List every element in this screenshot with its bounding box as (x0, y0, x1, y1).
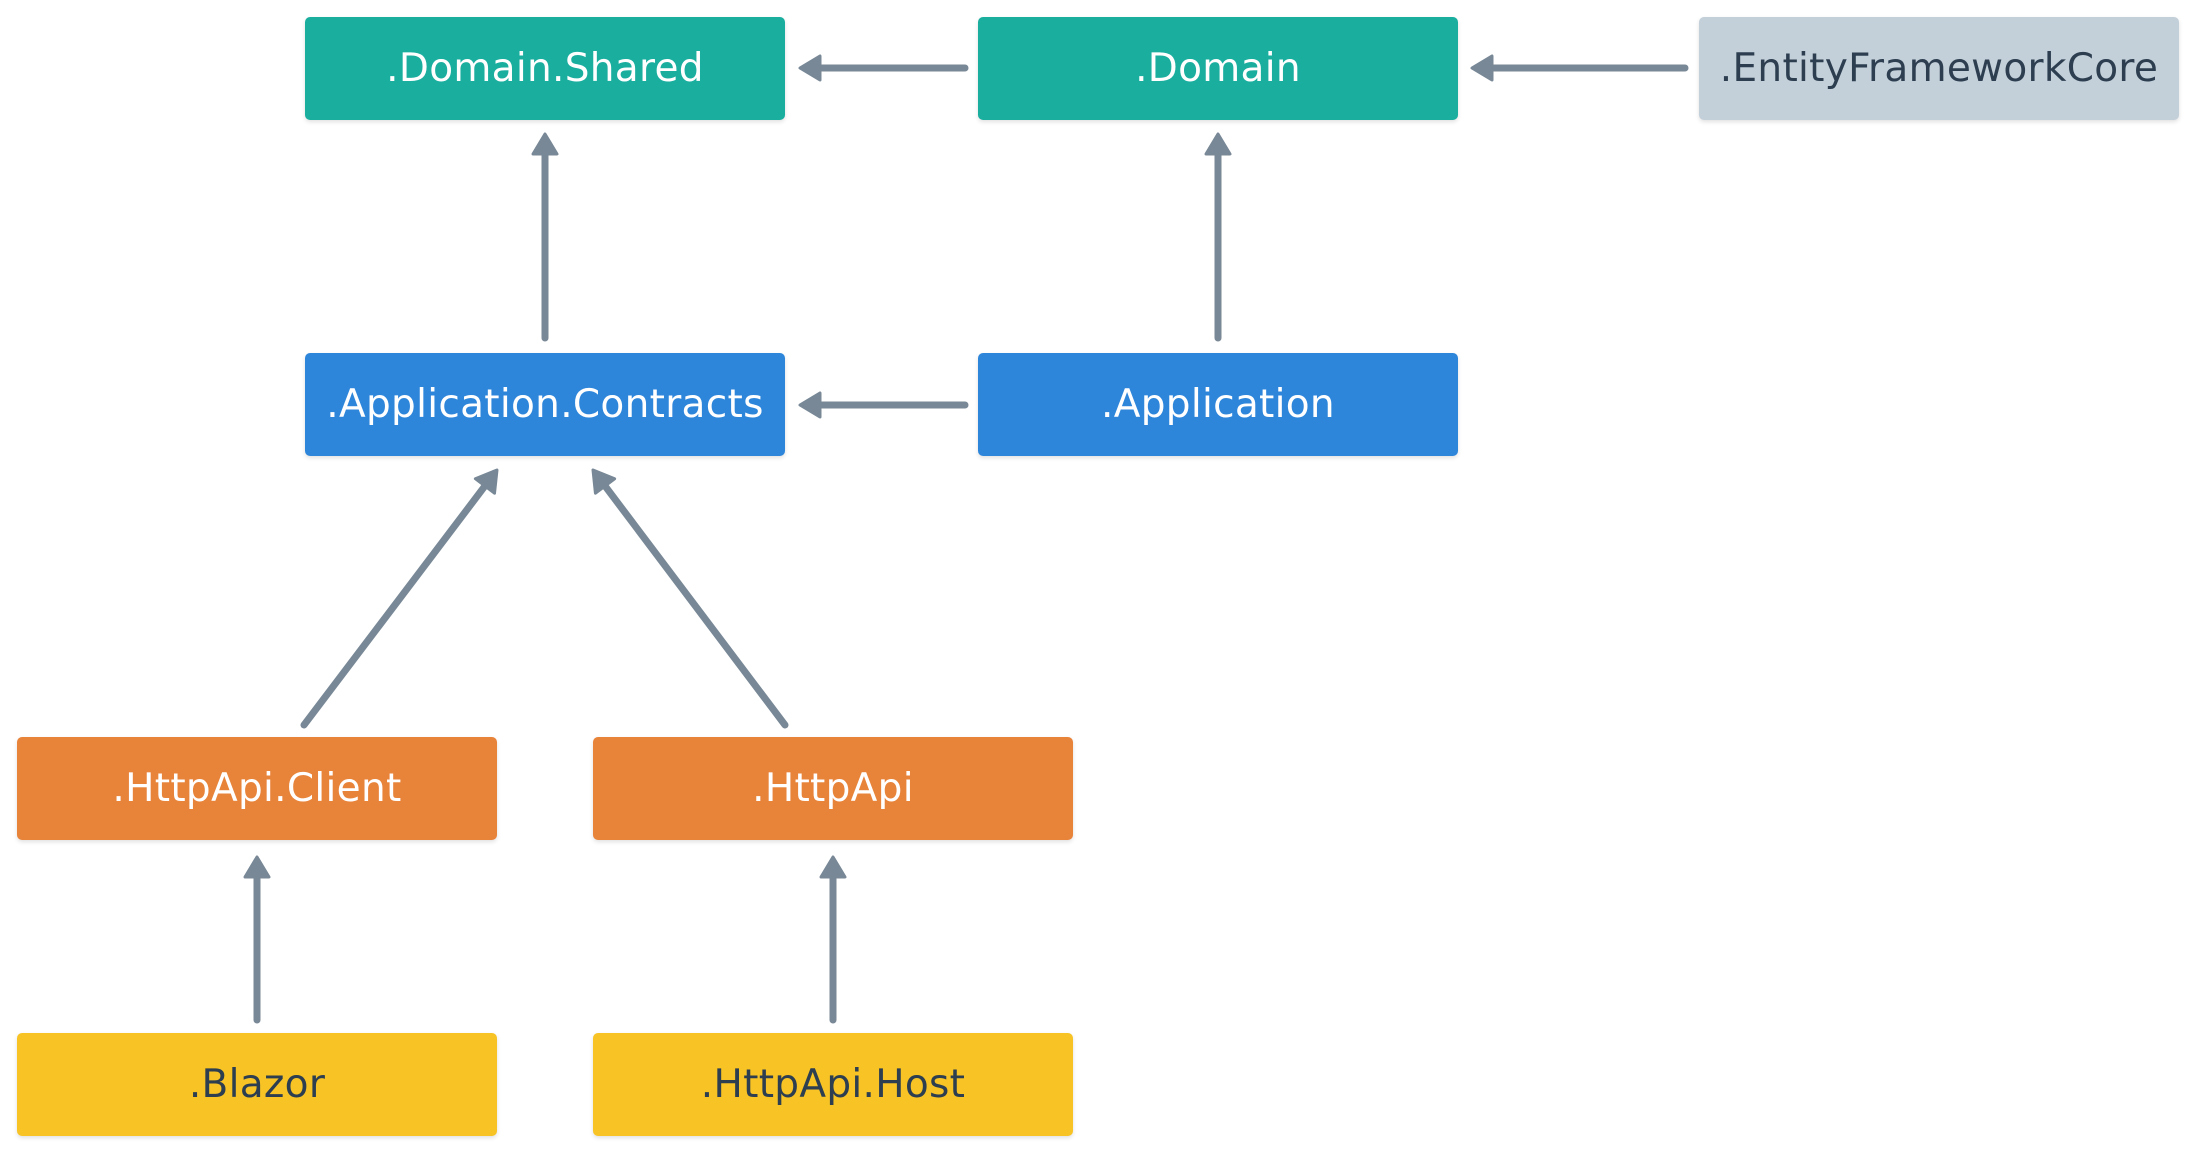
node-blazor[interactable]: .Blazor (17, 1033, 497, 1136)
node-httpapi-host[interactable]: .HttpApi.Host (593, 1033, 1073, 1136)
arrow-httpapi-to-application-contracts (591, 468, 789, 729)
node-application-label: .Application (1101, 382, 1335, 427)
node-httpapi[interactable]: .HttpApi (593, 737, 1073, 840)
arrow-blazor-to-httpapi-client (243, 855, 271, 1024)
node-application[interactable]: .Application (978, 353, 1458, 456)
arrow-head (1204, 132, 1232, 156)
node-domain-shared[interactable]: .Domain.Shared (305, 17, 785, 120)
arrow-shaft (599, 479, 789, 729)
node-application-contracts-label: .Application.Contracts (326, 382, 764, 427)
arrow-httpapi-host-to-httpapi (819, 855, 847, 1024)
arrow-head (473, 468, 499, 495)
node-httpapi-client-label: .HttpApi.Client (112, 766, 402, 811)
arrow-head (819, 855, 847, 879)
node-domain-shared-label: .Domain.Shared (386, 46, 704, 91)
arrow-application-contracts-to-domain-shared (531, 132, 559, 342)
node-entity-framework-core[interactable]: .EntityFrameworkCore (1699, 17, 2179, 120)
arrow-application-to-application-contracts (798, 391, 969, 419)
arrow-head (531, 132, 559, 156)
arrow-head (798, 391, 822, 419)
node-entity-framework-core-label: .EntityFrameworkCore (1719, 46, 2159, 91)
arrow-application-to-domain (1204, 132, 1232, 342)
node-domain-label: .Domain (1135, 46, 1301, 91)
node-application-contracts[interactable]: .Application.Contracts (305, 353, 785, 456)
node-httpapi-host-label: .HttpApi.Host (700, 1062, 966, 1107)
arrow-domain-to-domain-shared (798, 54, 969, 82)
node-httpapi-label: .HttpApi (752, 766, 914, 811)
arrow-head (798, 54, 822, 82)
arrow-httpapi-client-to-application-contracts (300, 468, 499, 729)
arrow-efcore-to-domain (1470, 54, 1689, 82)
node-domain[interactable]: .Domain (978, 17, 1458, 120)
node-httpapi-client[interactable]: .HttpApi.Client (17, 737, 497, 840)
arrow-head (243, 855, 271, 879)
arrow-shaft (300, 479, 491, 729)
arrow-head (591, 468, 617, 495)
arrow-head (1470, 54, 1494, 82)
node-blazor-label: .Blazor (188, 1062, 326, 1107)
